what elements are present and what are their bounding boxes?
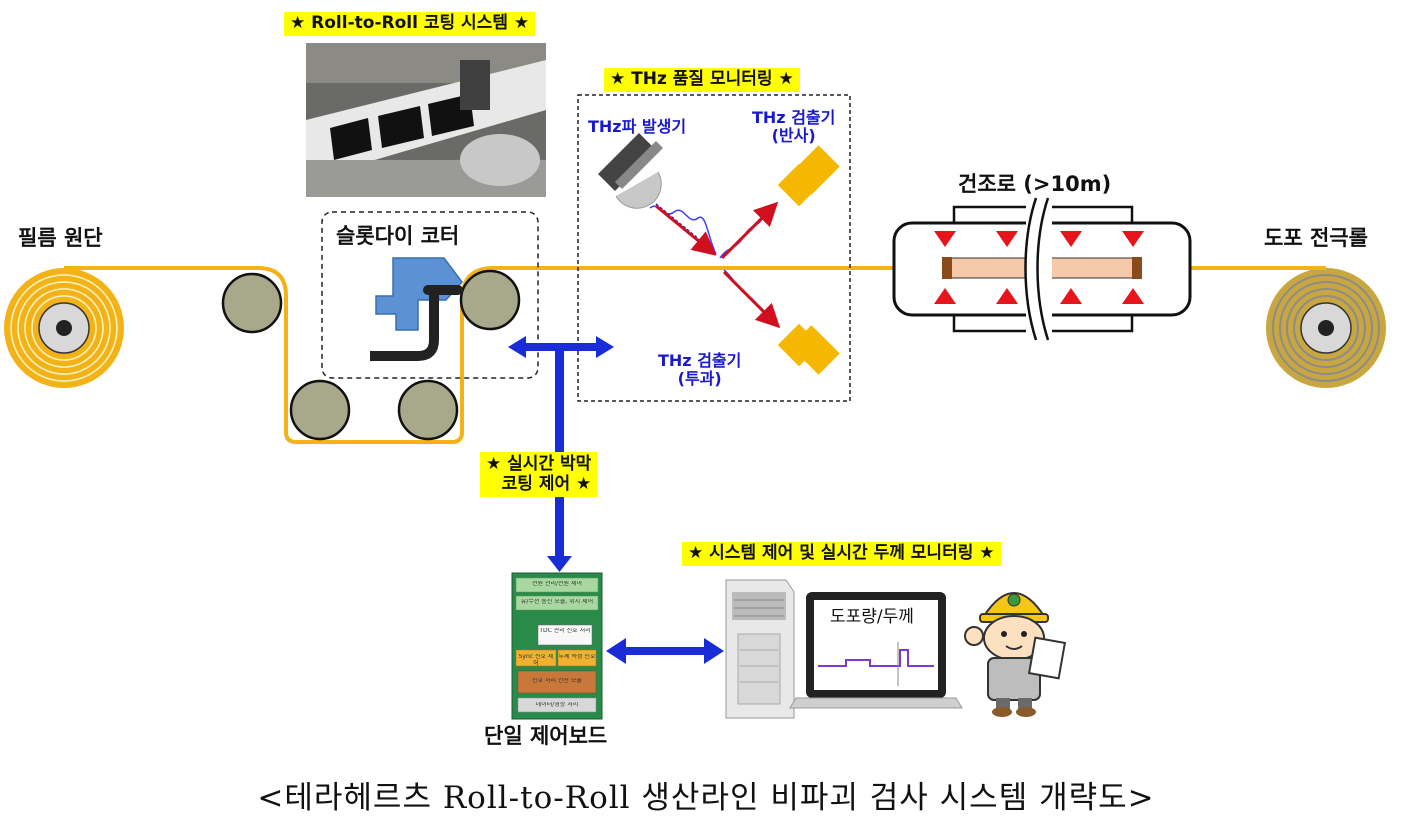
film-roll-label: 필름 원단 bbox=[18, 226, 103, 250]
realtime-line1: ★ 실시간 박막 bbox=[486, 454, 592, 474]
detector-reflect-line2: (반사) bbox=[771, 126, 816, 146]
detector-trans-label: THz 검출기 (투과) bbox=[658, 351, 742, 389]
electrode-roll-label: 도포 전극롤 bbox=[1264, 226, 1368, 250]
board-block-7: 데이터/영상 처리 bbox=[535, 702, 579, 708]
realtime-line2: 코팅 제어 ★ bbox=[501, 473, 592, 494]
board-block-3: TDC 관리 신호 처리 bbox=[539, 628, 591, 634]
board-block-1: 전원 관리/전원 제어 bbox=[532, 581, 582, 587]
detector-trans-line1: THz 검출기 bbox=[658, 351, 742, 370]
emitter-label: THz파 발생기 bbox=[588, 117, 687, 136]
slot-die-coater bbox=[370, 257, 463, 361]
detector-reflect-line1: THz 검출기 bbox=[752, 108, 836, 127]
dryer-oven bbox=[892, 197, 1192, 341]
slot-die-label: 슬롯다이 코터 bbox=[336, 224, 460, 248]
thz-detector-reflect bbox=[777, 145, 840, 207]
board-block-5: 두께 측정 신호 bbox=[558, 654, 596, 660]
monitor-text: 도포량/두께 bbox=[830, 607, 914, 627]
thz-emitter bbox=[598, 133, 664, 209]
detector-trans-line2: (투과) bbox=[677, 369, 722, 389]
engineer-character bbox=[964, 592, 1067, 717]
board-label: 단일 제어보드 bbox=[484, 724, 608, 748]
detector-reflect-label: THz 검출기 (반사) bbox=[752, 108, 836, 146]
realtime-control-label: ★ 실시간 박막 코팅 제어 ★ bbox=[480, 452, 598, 498]
board-block-4: Sync 신호 제어 bbox=[518, 654, 554, 667]
computer-tower bbox=[725, 579, 795, 719]
laptop bbox=[789, 592, 963, 709]
thz-box bbox=[577, 94, 851, 402]
r2r-title: ★ Roll-to-Roll 코팅 시스템 ★ bbox=[284, 12, 536, 36]
figure-caption: <테라헤르츠 Roll-to-Roll 생산라인 비파괴 검사 시스템 개략도> bbox=[257, 780, 1155, 816]
dryer-label: 건조로 (>10m) bbox=[958, 172, 1112, 196]
board-block-6: 신호 처리 연산 모듈 bbox=[532, 678, 582, 684]
film-feed-roll bbox=[4, 268, 124, 388]
slot-die-box bbox=[321, 211, 539, 379]
thz-beams bbox=[649, 201, 781, 329]
rollers bbox=[221, 269, 521, 441]
control-board bbox=[511, 572, 603, 720]
thz-detector-trans bbox=[777, 323, 840, 375]
r2r-photo bbox=[306, 43, 546, 197]
thz-title: ★ THz 품질 모니터링 ★ bbox=[604, 68, 800, 92]
system-title: ★ 시스템 제어 및 실시간 두께 모니터링 ★ bbox=[682, 542, 1001, 566]
electrode-output-roll bbox=[1266, 268, 1386, 388]
board-block-2: 유/무선 통신 모듈, 위치 제어 bbox=[520, 599, 594, 605]
